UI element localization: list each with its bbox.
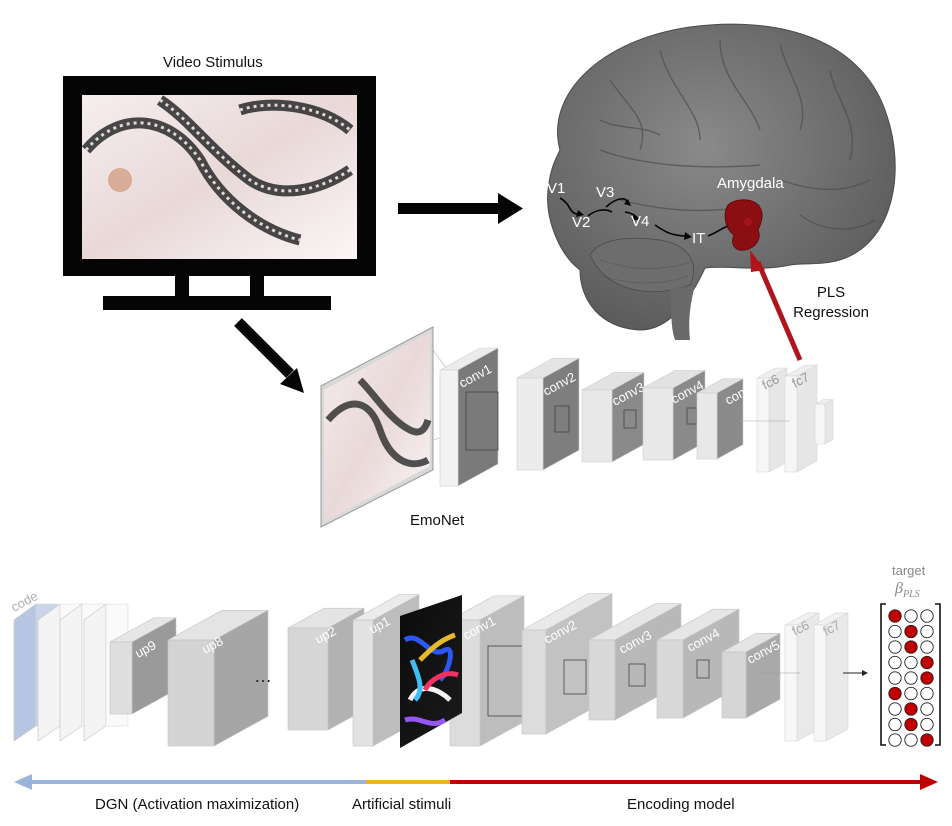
timeline-left-arrowhead [14, 774, 32, 790]
code-sheet-2 [59, 603, 83, 742]
emonet-conv5: conv5 [696, 378, 760, 460]
dgn-up8: up8 [167, 609, 269, 747]
target-label: target [892, 563, 926, 578]
target-dot [888, 733, 902, 747]
code-layer-stack: code [8, 588, 129, 742]
video-stimulus-label: Video Stimulus [163, 54, 263, 71]
brain [547, 23, 896, 340]
timeline-bar [14, 774, 938, 790]
emonet-conv3: conv3 [581, 371, 647, 463]
target-dot [920, 671, 934, 685]
target-dot [920, 733, 934, 747]
emonet-fc6-label: fc6 [759, 371, 781, 392]
target-dot [920, 717, 934, 732]
region-v1: V1 [547, 180, 566, 197]
enc-conv5: conv5 [721, 632, 782, 719]
amygdala-label: Amygdala [717, 175, 784, 192]
target-dot [888, 702, 902, 716]
beta-symbol: β [895, 580, 903, 597]
enc-conv4: conv4 [656, 608, 740, 719]
target-dot [888, 624, 902, 639]
artificial-stimuli-label: Artificial stimuli [352, 796, 452, 813]
arrow-to-target [843, 670, 868, 676]
enc-conv1: conv1 [449, 595, 539, 747]
pls-regression-arrow [750, 250, 803, 361]
emonet-fc7: fc7 [784, 364, 818, 473]
emonet-conv2: conv2 [516, 357, 580, 471]
target-dot [920, 609, 934, 623]
target-dot [904, 655, 918, 670]
target-dot [888, 686, 902, 701]
dgn-up9: up9 [109, 617, 177, 715]
emonet-input-image [320, 326, 471, 528]
target-vector [880, 603, 941, 747]
target-dot [920, 686, 934, 701]
target-dot [920, 640, 934, 654]
target-dot [904, 717, 918, 732]
target-dot [904, 733, 918, 747]
emonet-label: EmoNet [410, 512, 465, 529]
target-right-bracket [935, 603, 941, 746]
region-v3: V3 [596, 184, 615, 201]
beta-pls-label: βPLS [895, 580, 920, 600]
target-dot [888, 655, 902, 670]
region-v4: V4 [631, 213, 650, 230]
dgn-up2: up2 [287, 607, 365, 731]
emonet-conv4: conv4 [642, 369, 706, 461]
encoding-model-label: Encoding model [627, 796, 735, 813]
amygdala-blob [724, 199, 763, 251]
target-dot [888, 717, 902, 732]
pls-label: PLS [816, 284, 846, 301]
emonet-fc7-label: fc7 [789, 369, 811, 390]
target-dot [904, 702, 918, 716]
enc-fc6-label: fc6 [789, 617, 811, 638]
target-left-bracket [880, 603, 886, 746]
emonet-fc6: fc6 [756, 367, 788, 473]
emonet-conv1: conv1 [439, 347, 499, 487]
code-sheet-1 [37, 603, 61, 742]
target-dot [888, 671, 902, 685]
target-dot [904, 686, 918, 701]
dgn-timeline-label: DGN (Activation maximization) [95, 796, 300, 813]
target-dot [920, 624, 934, 639]
artificial-stimulus-image [400, 595, 462, 748]
target-dot [904, 609, 918, 623]
enc-fc7: fc7 [813, 612, 849, 742]
target-dot [888, 640, 902, 654]
regression-label: Regression [793, 304, 869, 321]
dgn-ellipsis: … [254, 666, 272, 686]
enc-fc7-label: fc7 [820, 617, 842, 638]
tv-monitor [63, 76, 376, 310]
target-dot [888, 609, 902, 623]
target-dot [904, 624, 918, 639]
code-sheet-3 [83, 603, 107, 742]
target-dot [904, 671, 918, 685]
arrow-to-emonet [234, 318, 304, 393]
target-dot [920, 702, 934, 716]
region-v2: V2 [572, 214, 591, 231]
code-sheet-0 [13, 603, 37, 742]
target-dot [904, 640, 918, 654]
region-it: IT [692, 230, 706, 247]
beta-subscript: PLS [902, 589, 920, 601]
arrow-to-brain [398, 193, 523, 224]
emonet-output [814, 399, 834, 445]
enc-fc6: fc6 [784, 612, 820, 742]
timeline-right-arrowhead [920, 774, 938, 790]
target-dot [920, 655, 934, 670]
